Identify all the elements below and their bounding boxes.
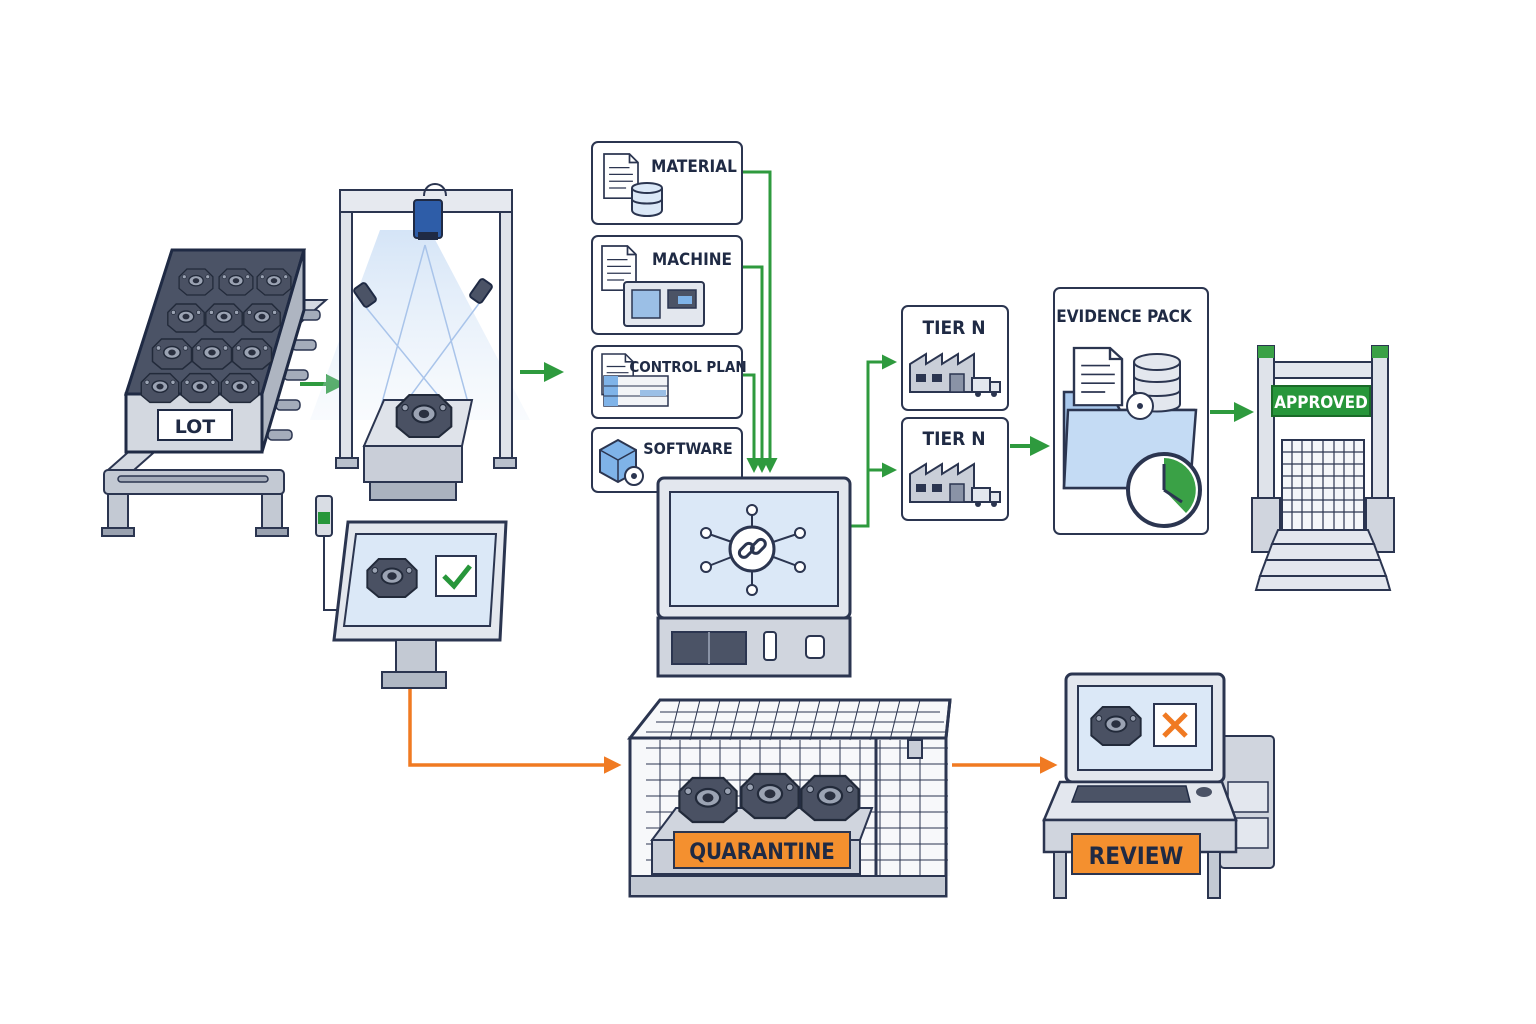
document-icon — [1072, 346, 1124, 407]
evidence-pack-label: EVIDENCE PACK — [1056, 307, 1193, 327]
checkmark-icon — [435, 555, 477, 597]
lot-label: LOT — [175, 416, 216, 438]
approved-gate: APPROVED — [1251, 345, 1395, 591]
control-plan-record: CONTROL PLAN — [591, 345, 747, 419]
material-record: MATERIAL — [591, 141, 743, 225]
pass-flow-arrows — [300, 170, 1254, 528]
quarantine-cage: QUARANTINE — [626, 698, 952, 898]
arrow-terminal-to-quarantine — [408, 680, 622, 774]
approved-label: APPROVED — [1274, 393, 1368, 413]
software-package-icon — [599, 438, 644, 486]
material-label: MATERIAL — [651, 157, 737, 177]
lot-bin: LOT — [123, 248, 306, 454]
arrow-hub-to-tier-a — [850, 354, 897, 528]
traceability-hub — [656, 476, 852, 678]
tier-card-b: TIER N — [901, 417, 1009, 521]
tier-card-a: TIER N — [901, 305, 1009, 411]
software-label: SOFTWARE — [643, 439, 732, 458]
machine-label: MACHINE — [652, 250, 732, 270]
arrow-material-to-hub — [742, 170, 778, 473]
arrow-machine-to-hub — [742, 265, 770, 473]
camera-icon — [413, 183, 447, 240]
fail-flow-arrows — [408, 680, 1058, 774]
inspection-station — [310, 183, 530, 501]
operator-terminal — [315, 495, 508, 689]
arrow-control-plan-to-hub — [742, 373, 762, 473]
review-station: REVIEW — [1042, 672, 1275, 899]
quarantine-label: QUARANTINE — [689, 840, 835, 865]
chain-link-icon — [728, 525, 776, 573]
tier-a-label: TIER N — [922, 317, 985, 339]
evidence-pack: EVIDENCE PACK — [1053, 287, 1209, 535]
side-camera-right-icon — [469, 278, 493, 304]
tier-b-label: TIER N — [922, 428, 985, 450]
gate-grid — [1281, 439, 1365, 531]
keyboard-icon — [1070, 785, 1191, 803]
x-icon — [1153, 703, 1197, 747]
machine-record: MACHINE — [591, 235, 743, 335]
review-label: REVIEW — [1089, 842, 1184, 870]
side-camera-left-icon — [353, 282, 377, 308]
cnc-machine-icon — [623, 281, 705, 327]
database-icon — [631, 182, 663, 217]
software-record: SOFTWARE — [591, 427, 743, 493]
control-plan-label: CONTROL PLAN — [629, 358, 746, 376]
mouse-icon — [1196, 787, 1212, 797]
spreadsheet-icon — [603, 375, 669, 407]
lock-icon — [907, 739, 923, 759]
clock-icon — [1126, 452, 1202, 528]
